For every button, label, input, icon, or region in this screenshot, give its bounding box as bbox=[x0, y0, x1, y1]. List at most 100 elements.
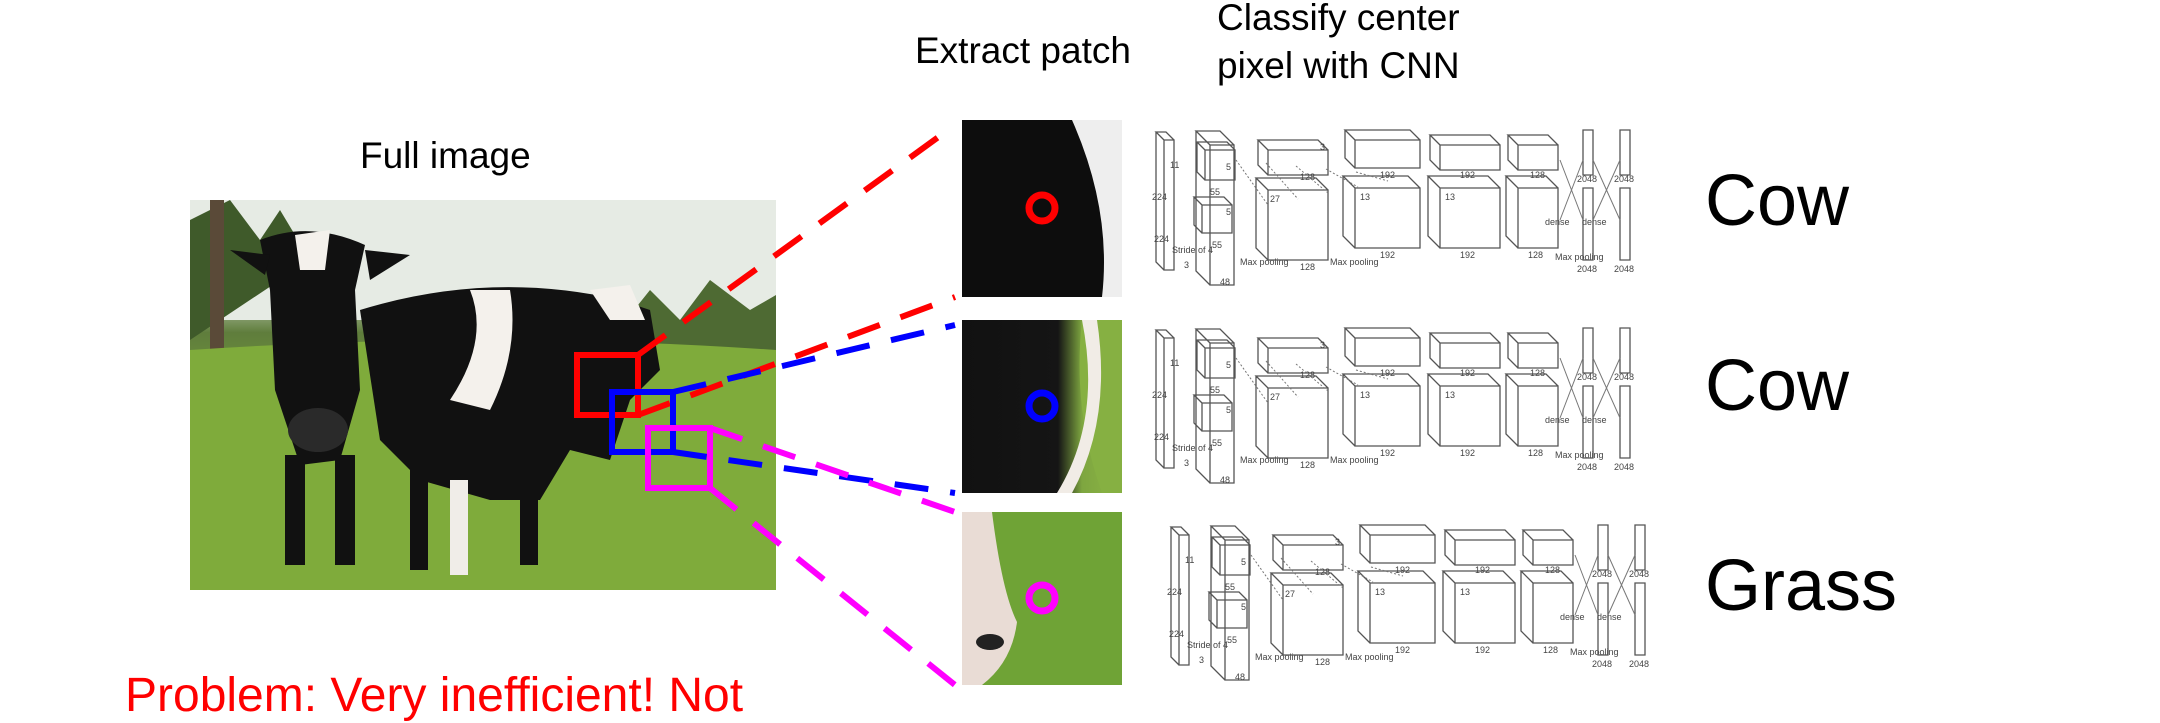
size-label: 13 bbox=[1375, 587, 1385, 597]
pool-label: Max pooling bbox=[1555, 450, 1604, 460]
conv5-top bbox=[1506, 332, 1559, 369]
fc-size-label: 2048 bbox=[1614, 372, 1634, 382]
class-label-1: Cow bbox=[1705, 161, 1850, 241]
input-layer bbox=[1169, 526, 1190, 666]
fc-size-label: 2048 bbox=[1577, 462, 1597, 472]
conv1-top bbox=[1195, 141, 1236, 181]
size-label: 55 bbox=[1212, 240, 1222, 250]
fc-size-label: 2048 bbox=[1592, 569, 1612, 579]
conv2-top bbox=[1271, 534, 1344, 571]
input-size-label: 224 bbox=[1152, 390, 1167, 400]
fc-size-label: 2048 bbox=[1577, 174, 1597, 184]
fc-connection bbox=[1607, 554, 1636, 616]
fc-connection bbox=[1592, 357, 1621, 419]
connection-line bbox=[1370, 566, 1404, 577]
input-layer bbox=[1154, 131, 1175, 271]
conv4-bottom bbox=[1441, 570, 1516, 644]
conv5-bottom bbox=[1504, 175, 1559, 249]
cow-photo bbox=[190, 200, 776, 590]
connection-line bbox=[1325, 366, 1359, 386]
depth-label: 128 bbox=[1530, 170, 1545, 180]
conv5-bottom bbox=[1504, 373, 1559, 447]
size-label: 13 bbox=[1445, 192, 1455, 202]
connection-line bbox=[1295, 363, 1329, 392]
input-size-label: 224 bbox=[1169, 629, 1184, 639]
connection-line bbox=[1250, 554, 1284, 601]
kernel-label: 5 bbox=[1226, 405, 1231, 415]
input-size-label: 224 bbox=[1154, 432, 1169, 442]
conv3-bottom bbox=[1356, 570, 1436, 644]
depth-label: 128 bbox=[1300, 460, 1315, 470]
conv4-bottom bbox=[1426, 373, 1501, 447]
dense-label: dense bbox=[1560, 612, 1585, 622]
fc-size-label: 2048 bbox=[1629, 569, 1649, 579]
kernel-label: 11 bbox=[1185, 555, 1194, 565]
connection-line bbox=[1295, 165, 1329, 194]
magenta-box bbox=[645, 425, 713, 491]
fc-bottom bbox=[1634, 582, 1646, 656]
pool-label: Max pooling bbox=[1570, 647, 1619, 657]
fc-connection bbox=[1559, 357, 1584, 419]
dense-label: dense bbox=[1545, 217, 1570, 227]
conv3-bottom bbox=[1341, 175, 1421, 249]
size-label: 13 bbox=[1360, 390, 1370, 400]
fc-top bbox=[1582, 129, 1594, 176]
kernel-label: 5 bbox=[1226, 360, 1231, 370]
dense-label: dense bbox=[1597, 612, 1622, 622]
connection-line bbox=[1235, 159, 1269, 206]
input-depth-label: 3 bbox=[1199, 655, 1204, 665]
fc-size-label: 2048 bbox=[1577, 372, 1597, 382]
dense-label: dense bbox=[1582, 415, 1607, 425]
center-pixel-blue bbox=[1025, 389, 1059, 423]
connection-line bbox=[1355, 369, 1389, 380]
conv1-top bbox=[1195, 339, 1236, 379]
input-depth-label: 3 bbox=[1184, 458, 1189, 468]
conv4-top bbox=[1443, 529, 1516, 566]
problem-note: Problem: Very inefficient! Not bbox=[125, 669, 744, 722]
depth-label: 48 bbox=[1220, 277, 1230, 287]
conv5-top bbox=[1521, 529, 1574, 566]
input-size-label: 224 bbox=[1167, 587, 1182, 597]
patch-3 bbox=[962, 512, 1122, 685]
size-label: 27 bbox=[1285, 589, 1295, 599]
depth-label: 192 bbox=[1380, 250, 1395, 260]
fc-top bbox=[1597, 524, 1609, 571]
kernel-label: 5 bbox=[1226, 207, 1231, 217]
conv3-top bbox=[1343, 327, 1421, 367]
conv1-layer bbox=[1194, 130, 1235, 286]
conv2-top bbox=[1256, 337, 1329, 374]
blue-lead-bottom bbox=[672, 449, 956, 496]
center-pixel-magenta bbox=[1025, 581, 1059, 615]
fc-bottom bbox=[1597, 582, 1609, 656]
connection-line bbox=[1355, 171, 1389, 182]
conv1-bottom bbox=[1207, 591, 1248, 629]
fc-bottom bbox=[1582, 385, 1594, 459]
classify-label: Classify center pixel with CNN bbox=[1217, 0, 1460, 90]
pool-label: Max pooling bbox=[1330, 257, 1379, 267]
connection-line bbox=[1340, 563, 1374, 583]
depth-label: 192 bbox=[1475, 645, 1490, 655]
depth-label: 128 bbox=[1300, 172, 1315, 182]
input-size-label: 224 bbox=[1154, 234, 1169, 244]
dense-label: dense bbox=[1545, 415, 1570, 425]
conv3-top bbox=[1343, 129, 1421, 169]
depth-label: 192 bbox=[1475, 565, 1490, 575]
depth-label: 128 bbox=[1315, 657, 1330, 667]
conv2-top bbox=[1256, 139, 1329, 176]
classify-line-2: pixel with CNN bbox=[1217, 45, 1460, 86]
depth-label: 128 bbox=[1315, 567, 1330, 577]
conv1-bottom bbox=[1192, 394, 1233, 432]
red-box bbox=[574, 352, 641, 418]
size-label: 13 bbox=[1360, 192, 1370, 202]
connection-line bbox=[1235, 357, 1269, 404]
classify-line-1: Classify center bbox=[1217, 0, 1460, 38]
depth-label: 192 bbox=[1460, 250, 1475, 260]
depth-label: 128 bbox=[1528, 250, 1543, 260]
patch-1 bbox=[962, 120, 1122, 297]
size-label: 27 bbox=[1270, 392, 1280, 402]
size-label: 13 bbox=[1445, 390, 1455, 400]
pool-label: Max pooling bbox=[1240, 257, 1289, 267]
fc-connection bbox=[1574, 554, 1599, 616]
